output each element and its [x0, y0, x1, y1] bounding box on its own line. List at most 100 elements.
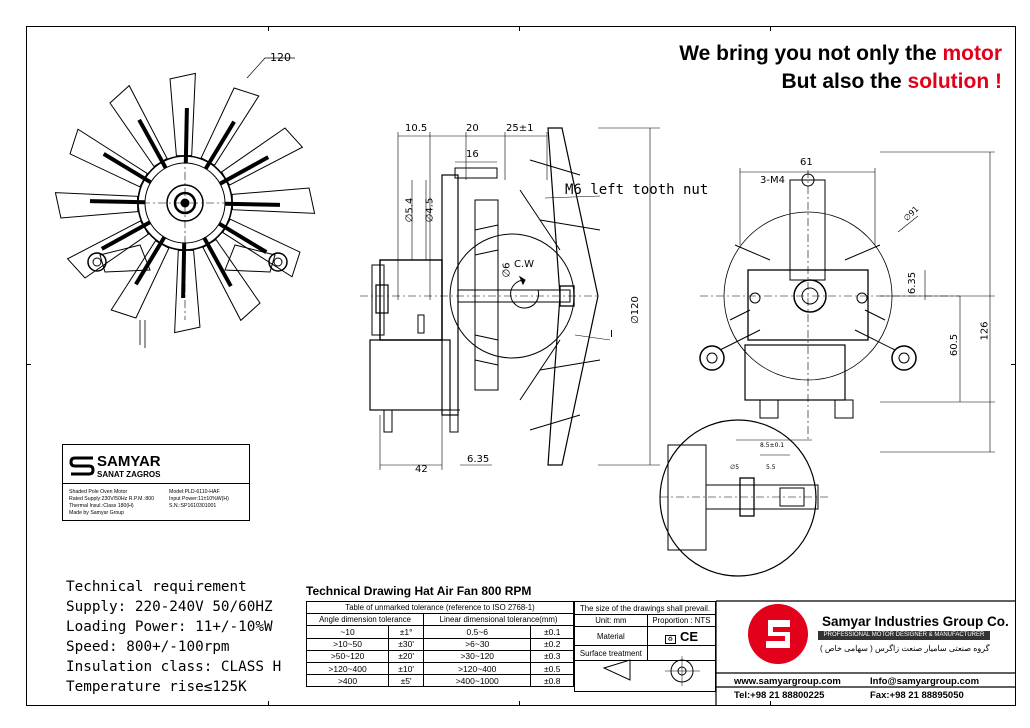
- company-email[interactable]: Info@samyargroup.com: [870, 676, 980, 687]
- requirement-supply: Supply: 220-240V 50/60HZ: [66, 599, 273, 615]
- nut-note: M6 left tooth nut: [565, 182, 709, 198]
- fan-spoke: [203, 120, 236, 170]
- requirement-title: Technical requirement: [66, 579, 247, 595]
- rotation-cw: C.W: [514, 259, 535, 270]
- drawing-frame: [26, 26, 1016, 706]
- cell: >10~50: [305, 637, 390, 651]
- requirement-temperature: Temperature rise≤125K: [66, 679, 247, 695]
- plate-line-1-left: Shaded Pole Oven Motor: [69, 489, 128, 495]
- cell: >120~400: [305, 661, 390, 676]
- cell: ±0.1: [530, 625, 574, 639]
- requirement-speed: Speed: 800+/-100rpm: [66, 639, 230, 655]
- nameplate-brand: SAMYAR: [97, 453, 161, 470]
- linear-header: Linear dimensional tolerance(mm): [423, 613, 574, 627]
- dim-6: ∅6: [501, 262, 513, 278]
- plate-line-1-right: Model:PLD-6110-HAF: [169, 489, 220, 495]
- plate-line-3-left: Thermal Insul.:Class 180(H): [69, 503, 134, 509]
- cell: ±20': [388, 649, 425, 663]
- table-row: >120~400±10'>120~400±0.5: [305, 661, 574, 676]
- dim-6-35-bottom: 6.35: [467, 454, 490, 465]
- detail-8-5: 8.5±0.1: [760, 442, 785, 449]
- fan-front-view: [54, 57, 316, 348]
- fan-spoke: [219, 155, 270, 186]
- fan-spoke: [102, 152, 152, 185]
- company-name: Samyar Industries Group Co.: [822, 614, 1009, 629]
- fan-side-view: [360, 127, 660, 470]
- fan-spoke: [181, 242, 187, 299]
- fan-blade: [231, 187, 316, 214]
- headline-line-2: But also the solution !: [781, 70, 1003, 93]
- cell: 0.5~6: [423, 625, 532, 639]
- plate-line-2-left: Rated Supply:230V/50Hz R.P.M.:800: [69, 496, 154, 502]
- dim-5-4: ∅5.4: [404, 197, 416, 223]
- plate-line-4-left: Made by Samyar Group: [69, 510, 125, 516]
- dim-120-side: ∅120: [629, 296, 641, 324]
- fan-spoke: [100, 220, 151, 251]
- dim-25: 25±1: [506, 123, 534, 134]
- cell: >400~1000: [423, 674, 532, 688]
- company-phone: Tel:+98 21 88800225: [734, 690, 825, 701]
- fan-spoke: [89, 199, 146, 205]
- cell: >30~120: [423, 649, 532, 663]
- surface-label: Surface treatment: [574, 645, 648, 661]
- dim-61: 61: [800, 157, 813, 168]
- fan-spoke: [183, 107, 189, 164]
- fan-spoke: [137, 118, 168, 169]
- dim-60-5: 60.5: [949, 333, 961, 357]
- fan-spoke: [224, 201, 281, 207]
- headline-line-1: We bring you not only the motor: [679, 42, 1002, 65]
- title-block-lines: [715, 600, 1016, 706]
- cell: ±10': [388, 661, 425, 676]
- fan-spoke: [202, 237, 233, 288]
- dim-42: 42: [415, 464, 428, 475]
- cell: ±1°: [388, 625, 425, 639]
- dim-10-5: 10.5: [405, 123, 428, 134]
- company-tagline: PROFESSIONAL MOTOR DESIGNER & MANUFACTUR…: [818, 631, 990, 640]
- requirement-power: Loading Power: 11+/-10%W: [66, 619, 273, 635]
- proportion-label: Proportion : NTS: [646, 614, 717, 627]
- plate-line-2-right: Input Power:11±10%W(H): [169, 496, 229, 502]
- shaft-detail-view: [659, 419, 830, 577]
- nameplate-subbrand: SANAT ZAGROS: [97, 470, 161, 479]
- company-logo: [748, 604, 808, 664]
- cell: ±0.3: [530, 649, 574, 663]
- dim-126: 126: [979, 321, 991, 341]
- company-fax: Fax:+98 21 88895050: [870, 690, 964, 701]
- samyar-logo-icon: [69, 456, 95, 476]
- cell: ~10: [305, 625, 390, 639]
- fan-spoke: [134, 236, 167, 286]
- dim-20: 20: [466, 123, 479, 134]
- cell: ±0.5: [530, 661, 574, 676]
- table-row: >10~50±30'>6~30±0.2: [305, 637, 574, 651]
- table-row: >50~120±20'>30~120±0.3: [305, 649, 574, 663]
- drawing-info-block: The size of the drawings shall prevail. …: [574, 601, 717, 692]
- section-mark: I: [610, 329, 613, 340]
- drawing-title: Technical Drawing Hat Air Fan 800 RPM: [306, 584, 532, 598]
- cell: >120~400: [423, 661, 532, 676]
- company-name-persian: گروه صنعتی سامیار صنعت زاگرس ( سهامی خاص…: [820, 644, 990, 653]
- cell: ±0.8: [530, 674, 574, 688]
- material-label: Material: [574, 626, 648, 646]
- plate-line-3-right: S.N.:SP1610301001: [169, 503, 217, 509]
- angle-header: Angle dimension tolerance: [305, 613, 425, 627]
- dim-120-top: 120: [270, 51, 291, 64]
- dim-16: 16: [466, 149, 479, 160]
- requirement-insulation: Insulation class: CLASS H: [66, 659, 282, 675]
- fan-spoke: [218, 221, 268, 254]
- detail-5-5: 5.5: [766, 464, 776, 471]
- motor-nameplate: SAMYAR SANAT ZAGROS Shaded Pole Oven Mot…: [62, 444, 250, 521]
- company-website[interactable]: www.samyargroup.com: [734, 676, 841, 687]
- table-row: ~10±1°0.5~6±0.1: [305, 625, 574, 639]
- ce-mark: ♻CE: [646, 626, 717, 646]
- cell: >50~120: [305, 649, 390, 663]
- table-row: >400±5'>400~1000±0.8: [305, 674, 574, 688]
- fan-blade: [169, 72, 196, 157]
- cell: ±30': [388, 637, 425, 651]
- cell: ±0.2: [530, 637, 574, 651]
- wee-icon: ♻: [664, 634, 677, 644]
- cell: >6~30: [423, 637, 532, 651]
- fan-blade: [174, 249, 201, 334]
- dim-4-5: ∅4.5: [424, 197, 436, 223]
- tolerance-table: Table of unmarked tolerance (reference t…: [305, 600, 574, 688]
